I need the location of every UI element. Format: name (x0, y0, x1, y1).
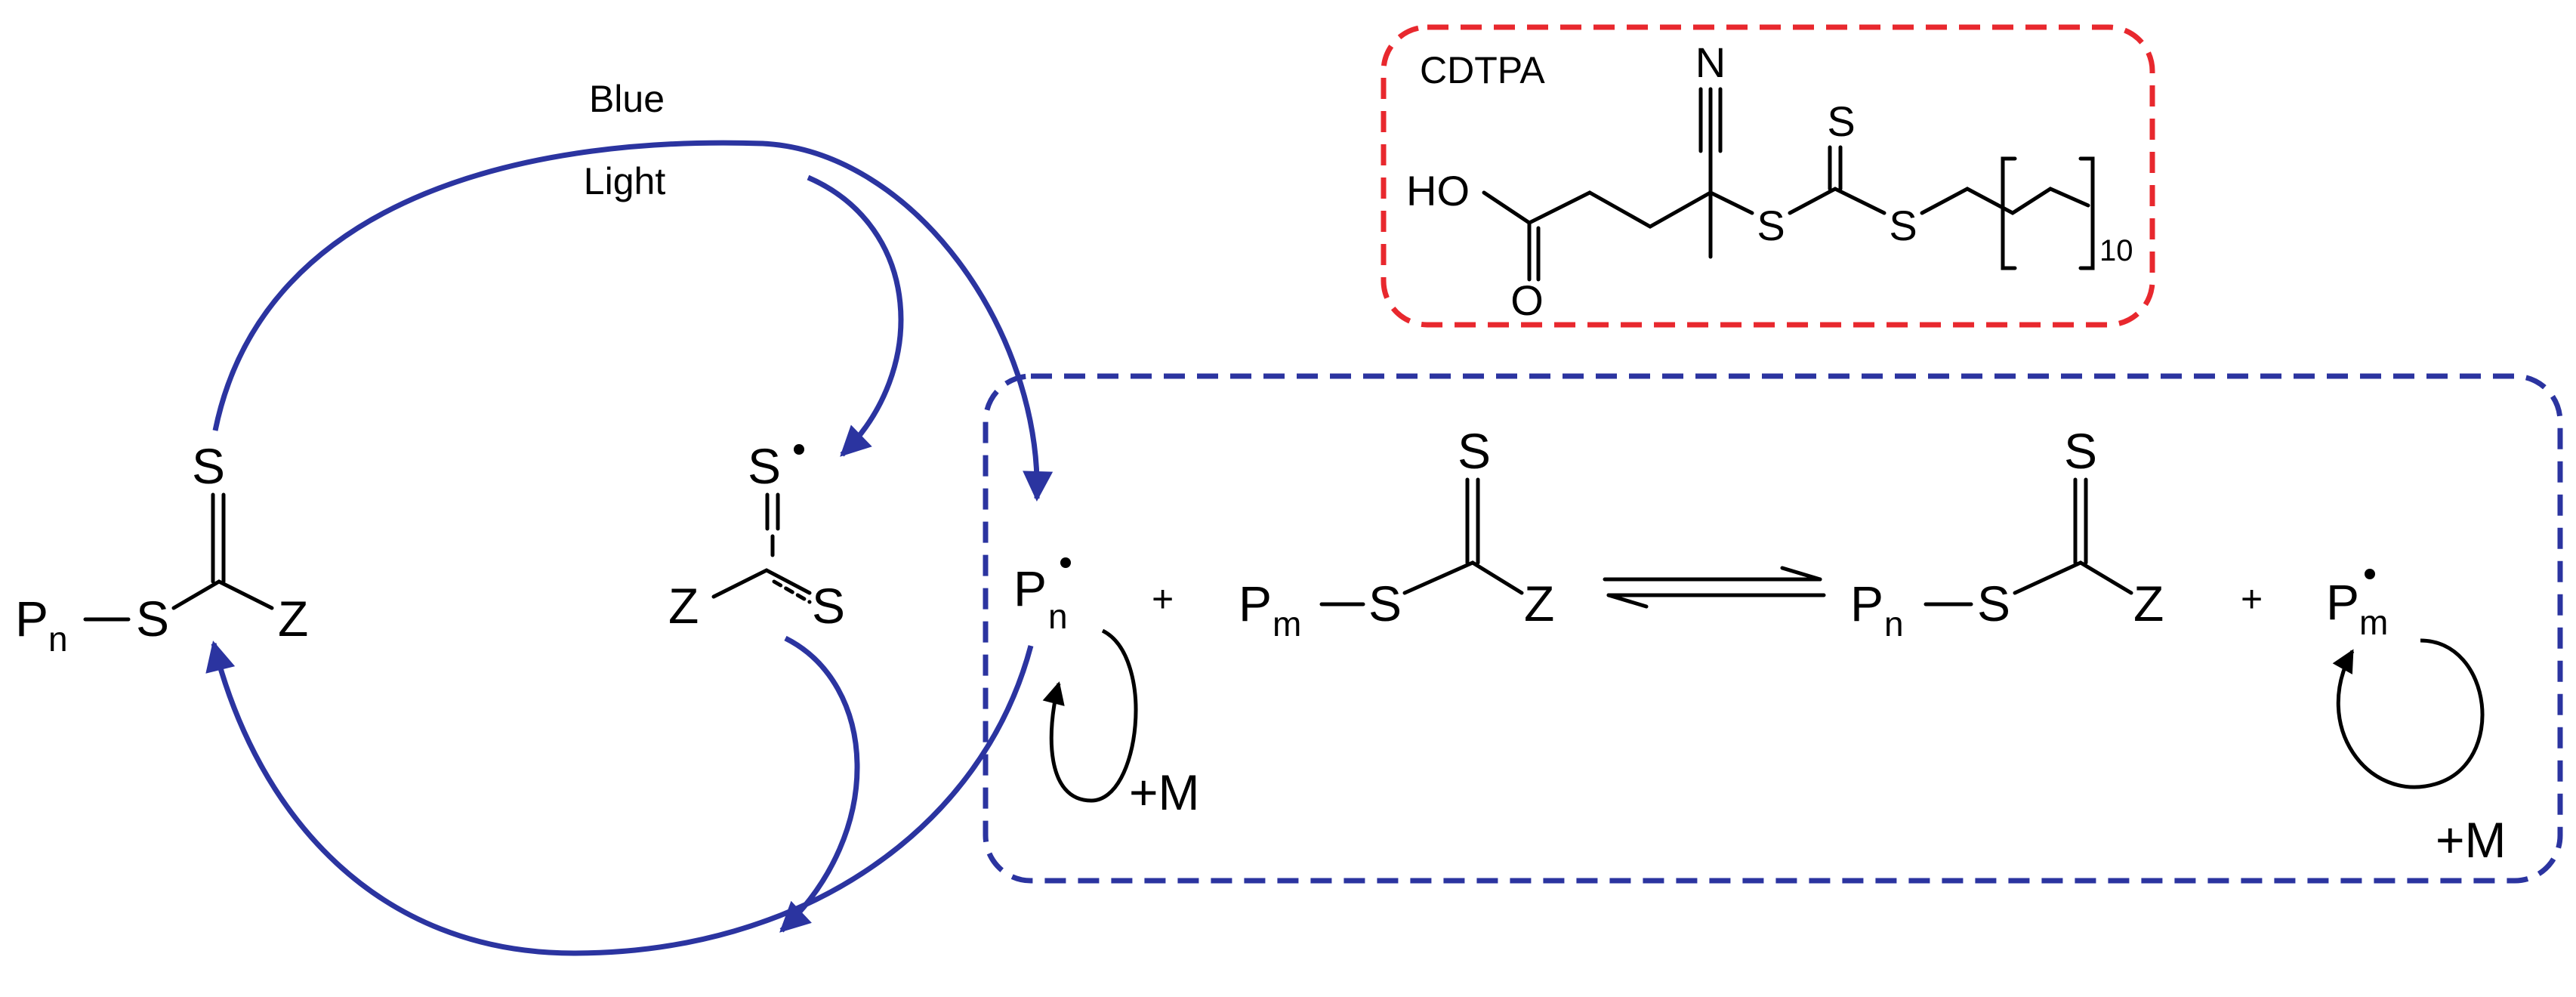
cycle-arrow-top (212, 140, 1054, 502)
left-raft-s2: S (192, 438, 225, 494)
light-label-line2: Light (584, 160, 666, 202)
pn-radical: P (1013, 560, 1047, 616)
cdtpa-ho: HO (1406, 167, 1470, 215)
cdtpa-atom-n: N (1695, 39, 1726, 86)
pm-radical-dot (2365, 569, 2375, 579)
cycle-arrow-radical (779, 635, 860, 933)
cycle-arrow-branch (807, 174, 904, 457)
left-raft-p: P (15, 591, 48, 647)
raft-m-z: Z (1524, 576, 1554, 631)
raft-n-s1: S (1977, 576, 2010, 631)
light-label-line1: Blue (589, 78, 665, 120)
left-raft-s1: S (136, 591, 169, 647)
radical-z: Z (668, 578, 699, 634)
raft-m-s1: S (1368, 576, 1402, 631)
cdtpa-atom-s-thione: S (1827, 97, 1855, 145)
cdtpa-atom-s1: S (1757, 202, 1785, 249)
pn-radical-sub: n (1048, 597, 1068, 636)
pm-radical-sub: m (2359, 603, 2388, 642)
radical-s-top: S (748, 438, 781, 494)
radical-intermediate: S S Z (668, 438, 845, 634)
pm-radical: P (2326, 574, 2359, 630)
cdtpa-box (1381, 24, 2155, 328)
equilibrium-box (983, 373, 2563, 884)
pn-monomer-label: +M (1129, 764, 1200, 820)
cdtpa-structure: CDTPA N S S S O HO 10 (1406, 39, 2133, 324)
cycle-arrow-bottom (205, 640, 1034, 956)
cdtpa-atom-s2: S (1889, 202, 1917, 249)
raft-m-p: P (1239, 576, 1272, 631)
plus-1: + (1152, 578, 1174, 620)
radical-s-right: S (812, 578, 845, 634)
plus-2: + (2241, 578, 2263, 620)
raft-n-p-sub: n (1884, 604, 1904, 644)
raft-n-p: P (1850, 576, 1883, 631)
cycle-arrows (205, 140, 1054, 956)
pn-monomer-loop (1042, 628, 1138, 803)
left-raft-p-sub: n (48, 619, 68, 659)
radical-dot (794, 444, 804, 455)
cdtpa-atom-o: O (1510, 276, 1544, 324)
pm-monomer-loop (2332, 638, 2485, 789)
pm-monomer-label: +M (2436, 812, 2507, 868)
left-raft-agent: P n S S Z (15, 438, 308, 659)
raft-n-s2: S (2064, 423, 2097, 479)
raft-m-p-sub: m (1273, 604, 1301, 644)
equilibrium-row: P n + P m S S Z P n S S Z + P m (1013, 423, 2507, 868)
cdtpa-title: CDTPA (1420, 49, 1545, 91)
raft-m-s2: S (1458, 423, 1491, 479)
cdtpa-repeat-count: 10 (2099, 234, 2133, 267)
forward-arrow-barb (1780, 566, 1822, 582)
raft-n-z: Z (2133, 576, 2164, 631)
reverse-arrow-barb (1606, 593, 1649, 609)
left-raft-z: Z (278, 591, 308, 647)
pn-radical-dot (1060, 557, 1071, 568)
